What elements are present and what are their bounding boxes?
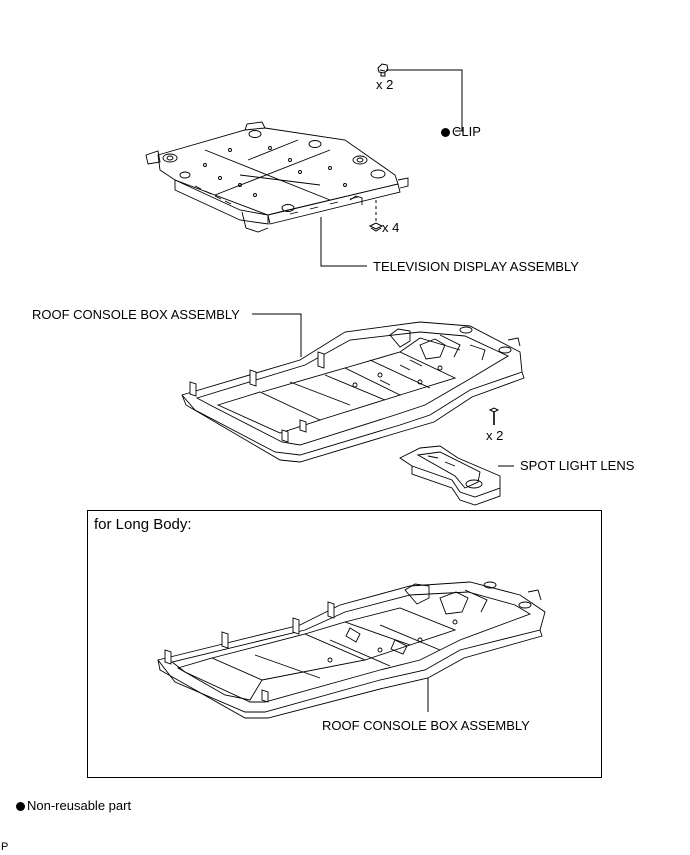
non-reusable-legend-icon — [16, 802, 25, 811]
spot-light-lens-illustration — [399, 445, 501, 506]
roof-console-long-body-label: ROOF CONSOLE BOX ASSEMBLY — [322, 718, 530, 733]
roof-console-long-body-illustration — [157, 581, 546, 719]
long-body-panel-title: for Long Body: — [94, 516, 192, 533]
legend-non-reusable: Non-reusable part — [16, 798, 131, 813]
spot-light-lens-label: SPOT LIGHT LENS — [520, 458, 635, 473]
clip-label: CLIP — [441, 124, 481, 139]
non-reusable-bullet-icon — [441, 128, 450, 137]
television-display-assembly-illustration — [145, 121, 409, 233]
clip-quantity-label: x 2 — [376, 77, 394, 92]
screw-quantity-2-label: x 2 — [486, 428, 504, 443]
television-display-leader-line — [320, 217, 367, 267]
screw-x4-illustration — [368, 200, 384, 232]
roof-console-box-assembly-illustration — [181, 321, 525, 463]
screw-quantity-4-label: x 4 — [382, 220, 400, 235]
long-body-panel: for Long Body: — [87, 510, 602, 778]
corner-code: P — [1, 841, 9, 853]
television-display-assembly-label: TELEVISION DISPLAY ASSEMBLY — [373, 259, 579, 274]
clip-leader-line — [386, 69, 463, 132]
roof-console-box-assembly-label: ROOF CONSOLE BOX ASSEMBLY — [32, 307, 240, 322]
roof-console-top-leader-line — [252, 313, 302, 357]
screw-x2-illustration — [488, 407, 500, 425]
